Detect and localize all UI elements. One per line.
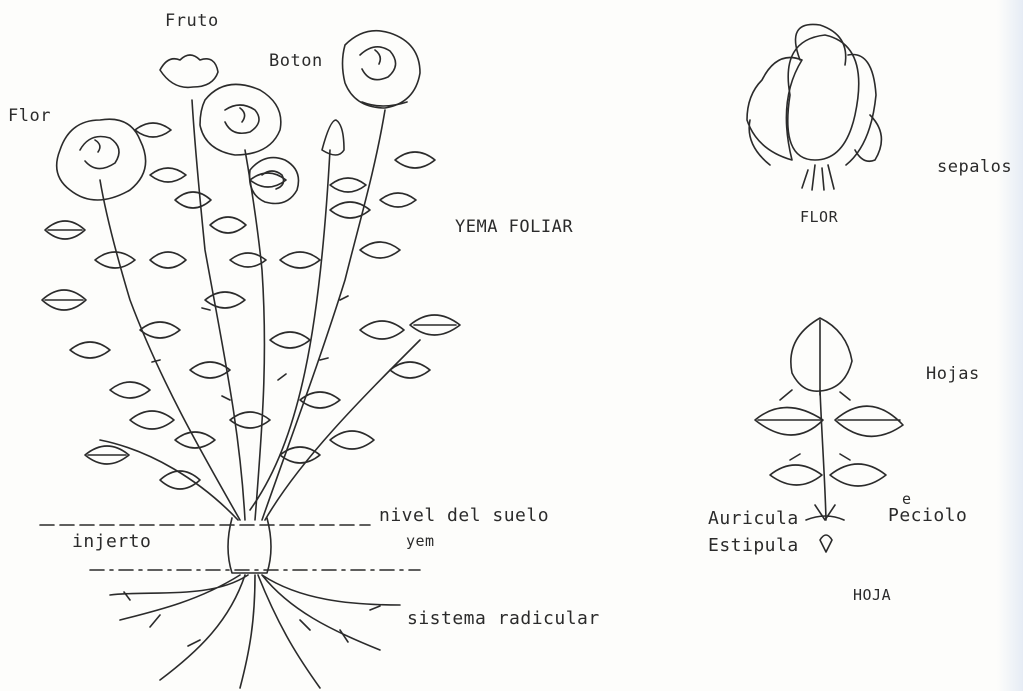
label-injerto: injerto	[72, 533, 151, 551]
label-auricula: Auricula	[708, 510, 799, 528]
flower-detail-illustration	[747, 24, 881, 190]
label-yem: yem	[406, 534, 435, 549]
scan-edge-shading	[997, 0, 1023, 691]
label-yema-foliar: YEMA FOLIAR	[455, 219, 573, 236]
label-flor: Flor	[8, 108, 51, 125]
label-sepalos: sepalos	[937, 159, 1012, 176]
label-boton: Boton	[269, 53, 323, 70]
caption-flor: FLOR	[800, 210, 838, 225]
rose-flowers	[57, 31, 420, 204]
label-peciolo: Peciolo	[888, 507, 967, 525]
rose-bush-leaves	[42, 123, 460, 489]
rose-bush-illustration	[100, 100, 420, 520]
label-hojas: Hojas	[926, 366, 980, 383]
label-sistema-radicular: sistema radicular	[407, 610, 600, 628]
label-fruto: Fruto	[165, 13, 219, 30]
caption-hoja: HOJA	[853, 588, 891, 603]
label-estipula: Estipula	[708, 537, 799, 555]
label-nivel-del-suelo: nivel del suelo	[379, 507, 549, 525]
